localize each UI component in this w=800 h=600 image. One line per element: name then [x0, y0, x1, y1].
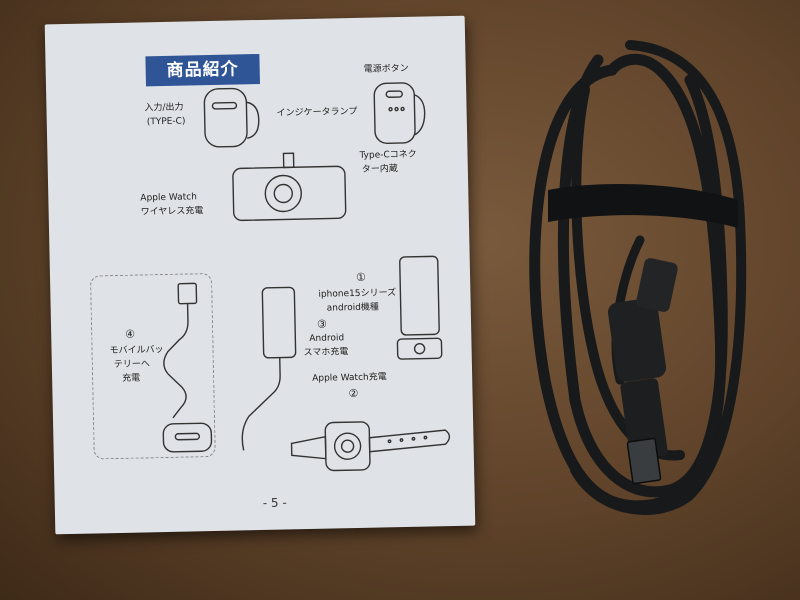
wireless-charger-drawing [232, 152, 347, 222]
apple-watch-drawing [290, 421, 451, 472]
instruction-booklet: 商品紹介 [44, 15, 476, 535]
usb-c-connector [636, 258, 678, 312]
cable-strap [548, 184, 738, 228]
iphone-stand-drawing [396, 255, 443, 360]
device-button-view-drawing [373, 82, 426, 145]
mobile-battery-charging-drawing [162, 282, 213, 453]
usb-a-plug [607, 298, 668, 485]
product-line-drawings [162, 82, 451, 472]
android-phone-drawing [241, 286, 297, 451]
device-port-view-drawing [203, 87, 260, 148]
